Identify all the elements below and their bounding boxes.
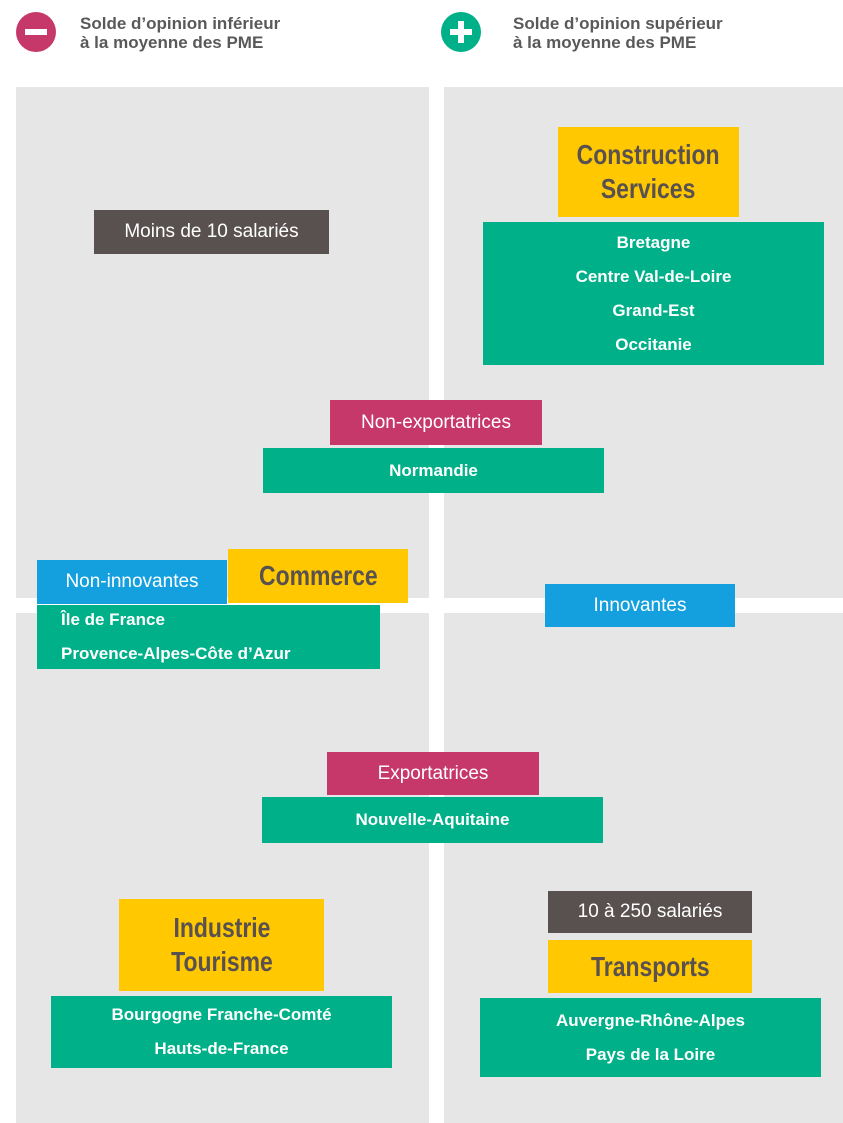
legend-negative-text: Solde d’opinion inférieur à la moyenne d… bbox=[80, 14, 281, 52]
region-box-top-right: Bretagne Centre Val-de-Loire Grand-Est O… bbox=[483, 222, 824, 365]
export-label-yes: Exportatrices bbox=[327, 752, 539, 795]
region-box-bottom-left: Bourgogne Franche-Comté Hauts-de-France bbox=[51, 996, 392, 1068]
minus-icon bbox=[16, 12, 56, 52]
innovation-label-non: Non-innovantes bbox=[37, 560, 227, 604]
sector-label-transports: Transports bbox=[548, 940, 752, 993]
region-box-bottom-right: Auvergne-Rhône-Alpes Pays de la Loire bbox=[480, 998, 821, 1077]
sector-label-construction-services: Construction Services bbox=[558, 127, 739, 217]
region-box-left-middle: Île de France Provence-Alpes-Côte d’Azur bbox=[37, 605, 380, 669]
export-label-non: Non-exportatrices bbox=[330, 400, 542, 445]
legend-positive-text: Solde d’opinion supérieur à la moyenne d… bbox=[513, 14, 723, 52]
sector-label-commerce: Commerce bbox=[228, 549, 408, 603]
region-box-nouvelle-aquitaine: Nouvelle-Aquitaine bbox=[262, 797, 603, 843]
size-label-small: Moins de 10 salariés bbox=[94, 210, 329, 254]
sector-label-industrie-tourisme: Industrie Tourisme bbox=[119, 899, 324, 991]
innovation-label-yes: Innovantes bbox=[545, 584, 735, 627]
region-box-normandie: Normandie bbox=[263, 448, 604, 493]
size-label-large: 10 à 250 salariés bbox=[548, 891, 752, 933]
quadrant-top-left bbox=[16, 87, 429, 598]
plus-icon bbox=[441, 12, 481, 52]
